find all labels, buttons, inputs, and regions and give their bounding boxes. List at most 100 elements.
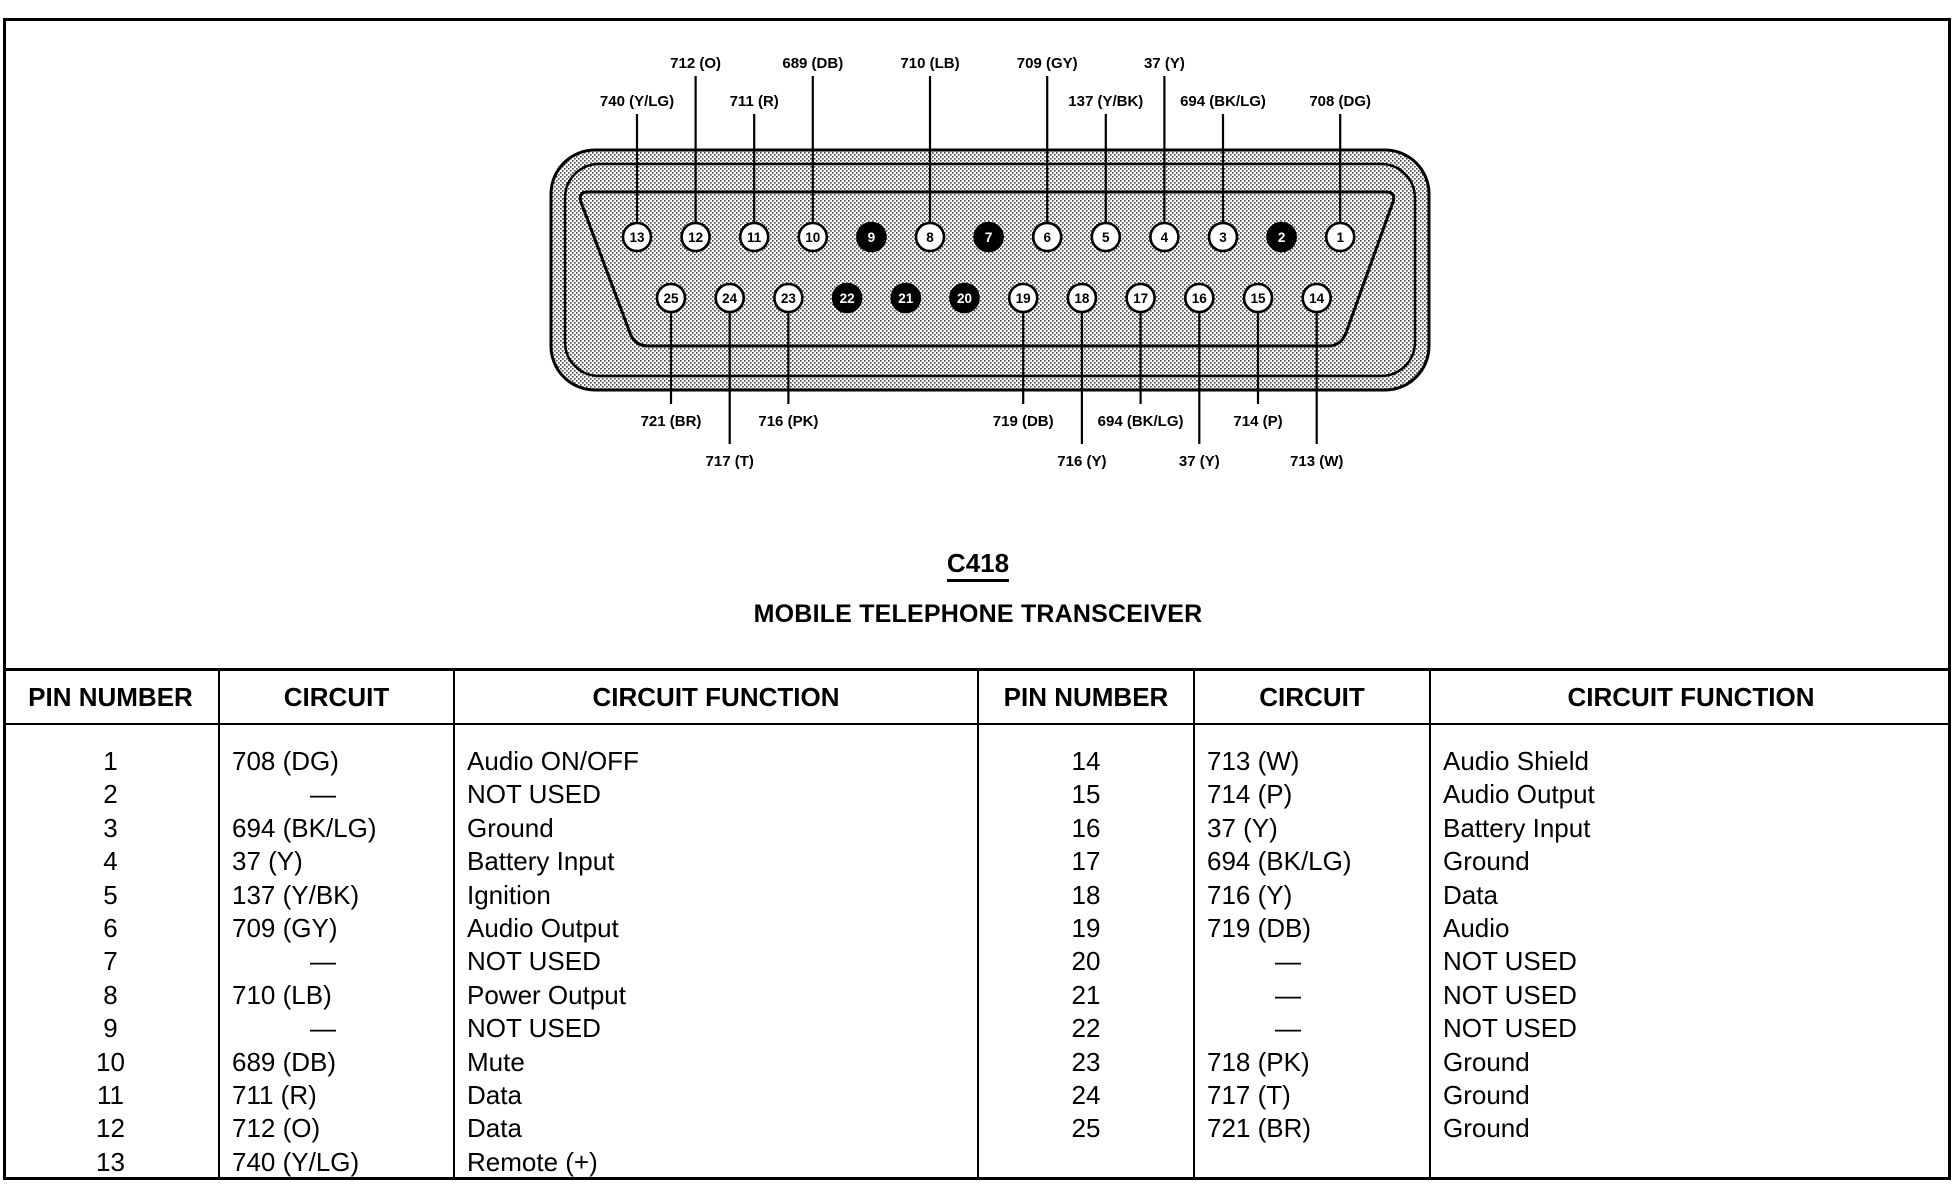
header-pin-number: PIN NUMBER xyxy=(977,668,1195,725)
pin-number: 18 xyxy=(1074,291,1090,306)
table-cell-pin: 12 xyxy=(96,1113,125,1144)
pin-number: 4 xyxy=(1161,230,1169,245)
pin-7: 7 xyxy=(973,221,1004,253)
pin-4: 4 xyxy=(1149,221,1180,253)
table-cell-pin: 16 xyxy=(1071,812,1101,843)
pin-circuit-label: 717 (T) xyxy=(706,453,754,470)
table-cell-circuit: 137 (Y/BK) xyxy=(232,879,360,910)
pin-marker xyxy=(1301,282,1332,314)
table-cell-circuit: 37 (Y) xyxy=(232,846,303,877)
pin-14: 14 xyxy=(1301,282,1332,314)
pin-circuit-label: 137 (Y/BK) xyxy=(1068,93,1143,110)
pin-25: 25 xyxy=(655,282,687,314)
table-cell-pin: 3 xyxy=(103,812,118,843)
pin-circuit-label: 714 (P) xyxy=(1233,413,1282,430)
pin-number: 8 xyxy=(926,230,934,245)
pin-marker xyxy=(1242,282,1274,314)
pin-number: 21 xyxy=(898,291,914,306)
table-cell-pin: 21 xyxy=(1071,979,1101,1010)
table-cell-circuit: 711 (R) xyxy=(232,1079,317,1110)
pin-number: 6 xyxy=(1043,230,1051,245)
table-cell-circuit: 714 (P) xyxy=(1207,779,1293,810)
header-circuit: CIRCUIT xyxy=(218,668,455,725)
pin-marker xyxy=(1149,221,1180,253)
pin-circuit-label: 716 (Y) xyxy=(1057,453,1106,470)
pin-circuit-label: 710 (LB) xyxy=(900,55,959,72)
pin-24: 24 xyxy=(714,282,746,314)
table-cell-function: Battery Input xyxy=(467,846,615,877)
header-circuit: CIRCUIT xyxy=(1193,668,1431,725)
pin-marker xyxy=(738,221,770,253)
pin-marker xyxy=(655,282,687,314)
pin-marker xyxy=(1031,221,1063,253)
table-cell-function: Mute xyxy=(467,1046,525,1077)
pin-23: 23 xyxy=(773,282,804,314)
pin-marker xyxy=(621,221,653,253)
left-circuit-column: 708 (DG)—694 (BK/LG)37 (Y)137 (Y/BK)709 … xyxy=(218,724,455,1180)
table-cell-function: NOT USED xyxy=(1443,979,1577,1010)
table-cell-pin: 1 xyxy=(103,746,118,776)
table-cell-function: Ignition xyxy=(467,879,551,910)
pin-2: 2 xyxy=(1266,221,1297,253)
pin-number: 15 xyxy=(1250,291,1266,306)
pin-circuit-label: 37 (Y) xyxy=(1144,55,1185,72)
unused-pin-marker xyxy=(973,221,1004,253)
table-cell-circuit: 718 (PK) xyxy=(1207,1046,1310,1077)
pin-circuit-label: 694 (BK/LG) xyxy=(1180,93,1266,110)
pin-marker xyxy=(1125,282,1156,314)
table-cell-circuit: 37 (Y) xyxy=(1207,812,1278,843)
connector-shell xyxy=(549,148,1431,392)
table-cell-function: Data xyxy=(467,1079,522,1110)
table-cell-function: Ground xyxy=(467,812,554,843)
table-cell-pin: 14 xyxy=(1071,746,1101,776)
pin-marker xyxy=(680,221,711,253)
pin-16: 16 xyxy=(1184,282,1215,314)
table-cell-function: Audio xyxy=(1443,912,1510,943)
pin-table-header: PIN NUMBER CIRCUIT CIRCUIT FUNCTION PIN … xyxy=(3,668,1951,725)
pin-22: 22 xyxy=(831,282,863,314)
pin-number: 3 xyxy=(1219,230,1227,245)
table-cell-function: Audio ON/OFF xyxy=(467,746,639,776)
pin-circuit-label: 721 (BR) xyxy=(641,413,702,430)
header-circuit-function: CIRCUIT FUNCTION xyxy=(453,668,979,725)
unused-pin-marker xyxy=(890,282,922,314)
table-cell-function: NOT USED xyxy=(467,946,601,977)
table-cell-pin: 5 xyxy=(103,879,118,910)
table-cell-function: Ground xyxy=(1443,1079,1530,1110)
pin-circuit-label: 713 (W) xyxy=(1290,453,1343,470)
table-cell-pin: 6 xyxy=(103,912,118,943)
table-cell-circuit: — xyxy=(1275,979,1301,1010)
table-cell-circuit: — xyxy=(310,1013,336,1044)
pin-21: 21 xyxy=(890,282,922,314)
table-cell-pin: 11 xyxy=(97,1079,124,1110)
pin-12: 12 xyxy=(680,221,711,253)
table-cell-circuit: 709 (GY) xyxy=(232,912,338,943)
pin-leader-lines xyxy=(635,76,1342,444)
pin-20: 20 xyxy=(949,282,980,314)
pin-number: 20 xyxy=(957,291,972,306)
pin-number: 25 xyxy=(663,291,679,306)
table-cell-function: Remote (+) xyxy=(467,1146,598,1177)
table-cell-circuit: — xyxy=(1275,1013,1301,1044)
pin-marker xyxy=(1184,282,1215,314)
pin-19: 19 xyxy=(1007,282,1039,314)
connector-name: MOBILE TELEPHONE TRANSCEIVER xyxy=(753,600,1203,628)
table-cell-pin: 2 xyxy=(103,779,118,810)
pin-15: 15 xyxy=(1242,282,1274,314)
pin-10: 10 xyxy=(797,221,829,253)
unused-pin-marker xyxy=(831,282,863,314)
pin-number: 11 xyxy=(747,230,762,245)
table-cell-pin: 10 xyxy=(96,1046,125,1077)
table-cell-pin: 17 xyxy=(1071,846,1101,877)
pin-marker xyxy=(914,221,946,253)
table-cell-function: NOT USED xyxy=(467,779,601,810)
table-cell-circuit: 719 (DB) xyxy=(1207,912,1312,943)
pin-17: 17 xyxy=(1125,282,1156,314)
connector-code: C418 xyxy=(0,548,1956,582)
pin-circuit-label: 37 (Y) xyxy=(1179,453,1220,470)
pin-circuit-label: 689 (DB) xyxy=(782,55,843,72)
table-cell-function: Battery Input xyxy=(1443,812,1591,843)
